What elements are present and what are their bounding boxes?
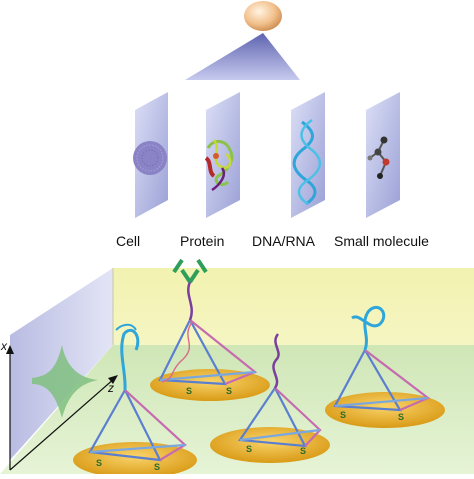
rna-strand-probe: [272, 333, 280, 389]
x-axis-label: x: [0, 339, 8, 353]
protein-icon: [204, 139, 234, 192]
floor: [0, 345, 474, 474]
target-label-protein: Protein: [180, 233, 225, 249]
anchor-glyph-5: S: [246, 444, 252, 454]
dna-tetrahedron-1: [158, 317, 258, 386]
anchor-glyph-7: S: [96, 458, 102, 468]
light-cone: [185, 33, 300, 80]
axes: [6, 345, 118, 471]
protein-panel: [204, 92, 240, 218]
signal-peak: [32, 345, 98, 418]
cell-icon: [133, 141, 167, 175]
z-axis-label: z: [107, 381, 114, 395]
anchor-glyph-3: S: [340, 410, 346, 420]
light-bulb-icon: [244, 1, 282, 31]
hairpin-probe: [115, 323, 140, 391]
anchor-glyph-6: S: [300, 446, 306, 456]
target-label-dna-rna: DNA/RNA: [252, 233, 316, 249]
anchor-glyph-8: S: [154, 462, 160, 472]
dna-tetrahedron-3: [238, 385, 322, 448]
dna-tetrahedron-2: [333, 347, 431, 412]
target-label-cell: Cell: [116, 233, 141, 249]
small-molecule-icon: [367, 136, 390, 179]
small-molecule-panel: [366, 92, 400, 218]
anchor-glyph-2: S: [226, 386, 232, 396]
anchor-glyph-1: S: [186, 386, 192, 396]
dna-rna-panel: [291, 92, 325, 218]
anchor-glyph-4: S: [398, 412, 404, 422]
dna-helix-icon: [292, 118, 321, 206]
gold-pad-3: [210, 427, 330, 463]
dna-tetrahedron-4: [88, 387, 187, 462]
aptamer-probe: [351, 305, 386, 351]
cell-panel: [133, 92, 168, 218]
antibody-probe: [172, 258, 208, 321]
target-label-small-molecule: Small molecule: [334, 233, 429, 249]
